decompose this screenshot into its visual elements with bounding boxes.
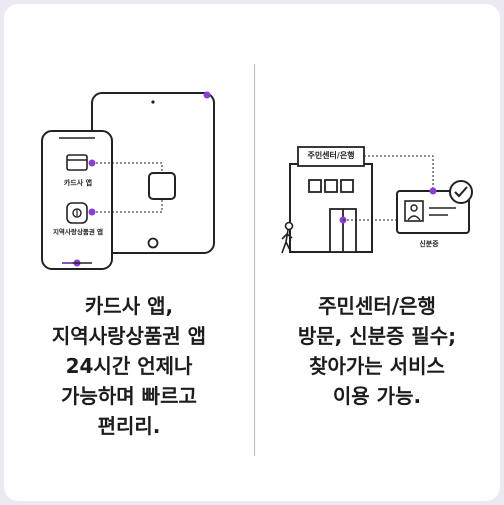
sign-label: 주민센터/은행 xyxy=(307,151,355,160)
walking-person-icon xyxy=(281,221,294,254)
card-app-icon xyxy=(66,154,88,171)
right-caption-line: 주민센터/은행 xyxy=(318,294,436,318)
left-caption: 카드사 앱, 지역사랑상품권 앱 24시간 언제나 가능하며 빠르고 편리리. xyxy=(16,291,242,441)
left-caption-line: 지역사랑상품권 앱 xyxy=(51,324,207,348)
center-divider xyxy=(254,64,255,456)
phone-label-voucher: 지역사랑상품권 앱 xyxy=(52,228,104,236)
phone-label-card: 카드사 앱 xyxy=(63,179,93,187)
square-app-icon xyxy=(148,172,176,200)
right-caption: 주민센터/은행 방문, 신분증 필수; 찾아가는 서비스 이용 가능. xyxy=(260,291,494,411)
voucher-app-icon xyxy=(66,202,88,224)
left-caption-line: 가능하며 빠르고 xyxy=(61,384,197,408)
building-id-illustration xyxy=(281,146,473,254)
left-caption-line: 카드사 앱, xyxy=(84,294,174,318)
info-card: 카드사 앱 지역사랑상품권 앱 xyxy=(4,4,500,501)
right-caption-line: 이용 가능. xyxy=(332,384,422,408)
right-caption-line: 방문, 신분증 필수; xyxy=(297,324,457,348)
id-card-label: 신분증 xyxy=(419,240,439,248)
left-caption-line: 편리리. xyxy=(97,414,161,438)
phone-icon xyxy=(41,130,113,270)
check-badge-icon xyxy=(449,180,473,204)
left-caption-line: 24시간 언제나 xyxy=(65,354,193,378)
right-caption-line: 찾아가는 서비스 xyxy=(309,354,445,378)
phone-tablet-illustration xyxy=(41,91,215,270)
